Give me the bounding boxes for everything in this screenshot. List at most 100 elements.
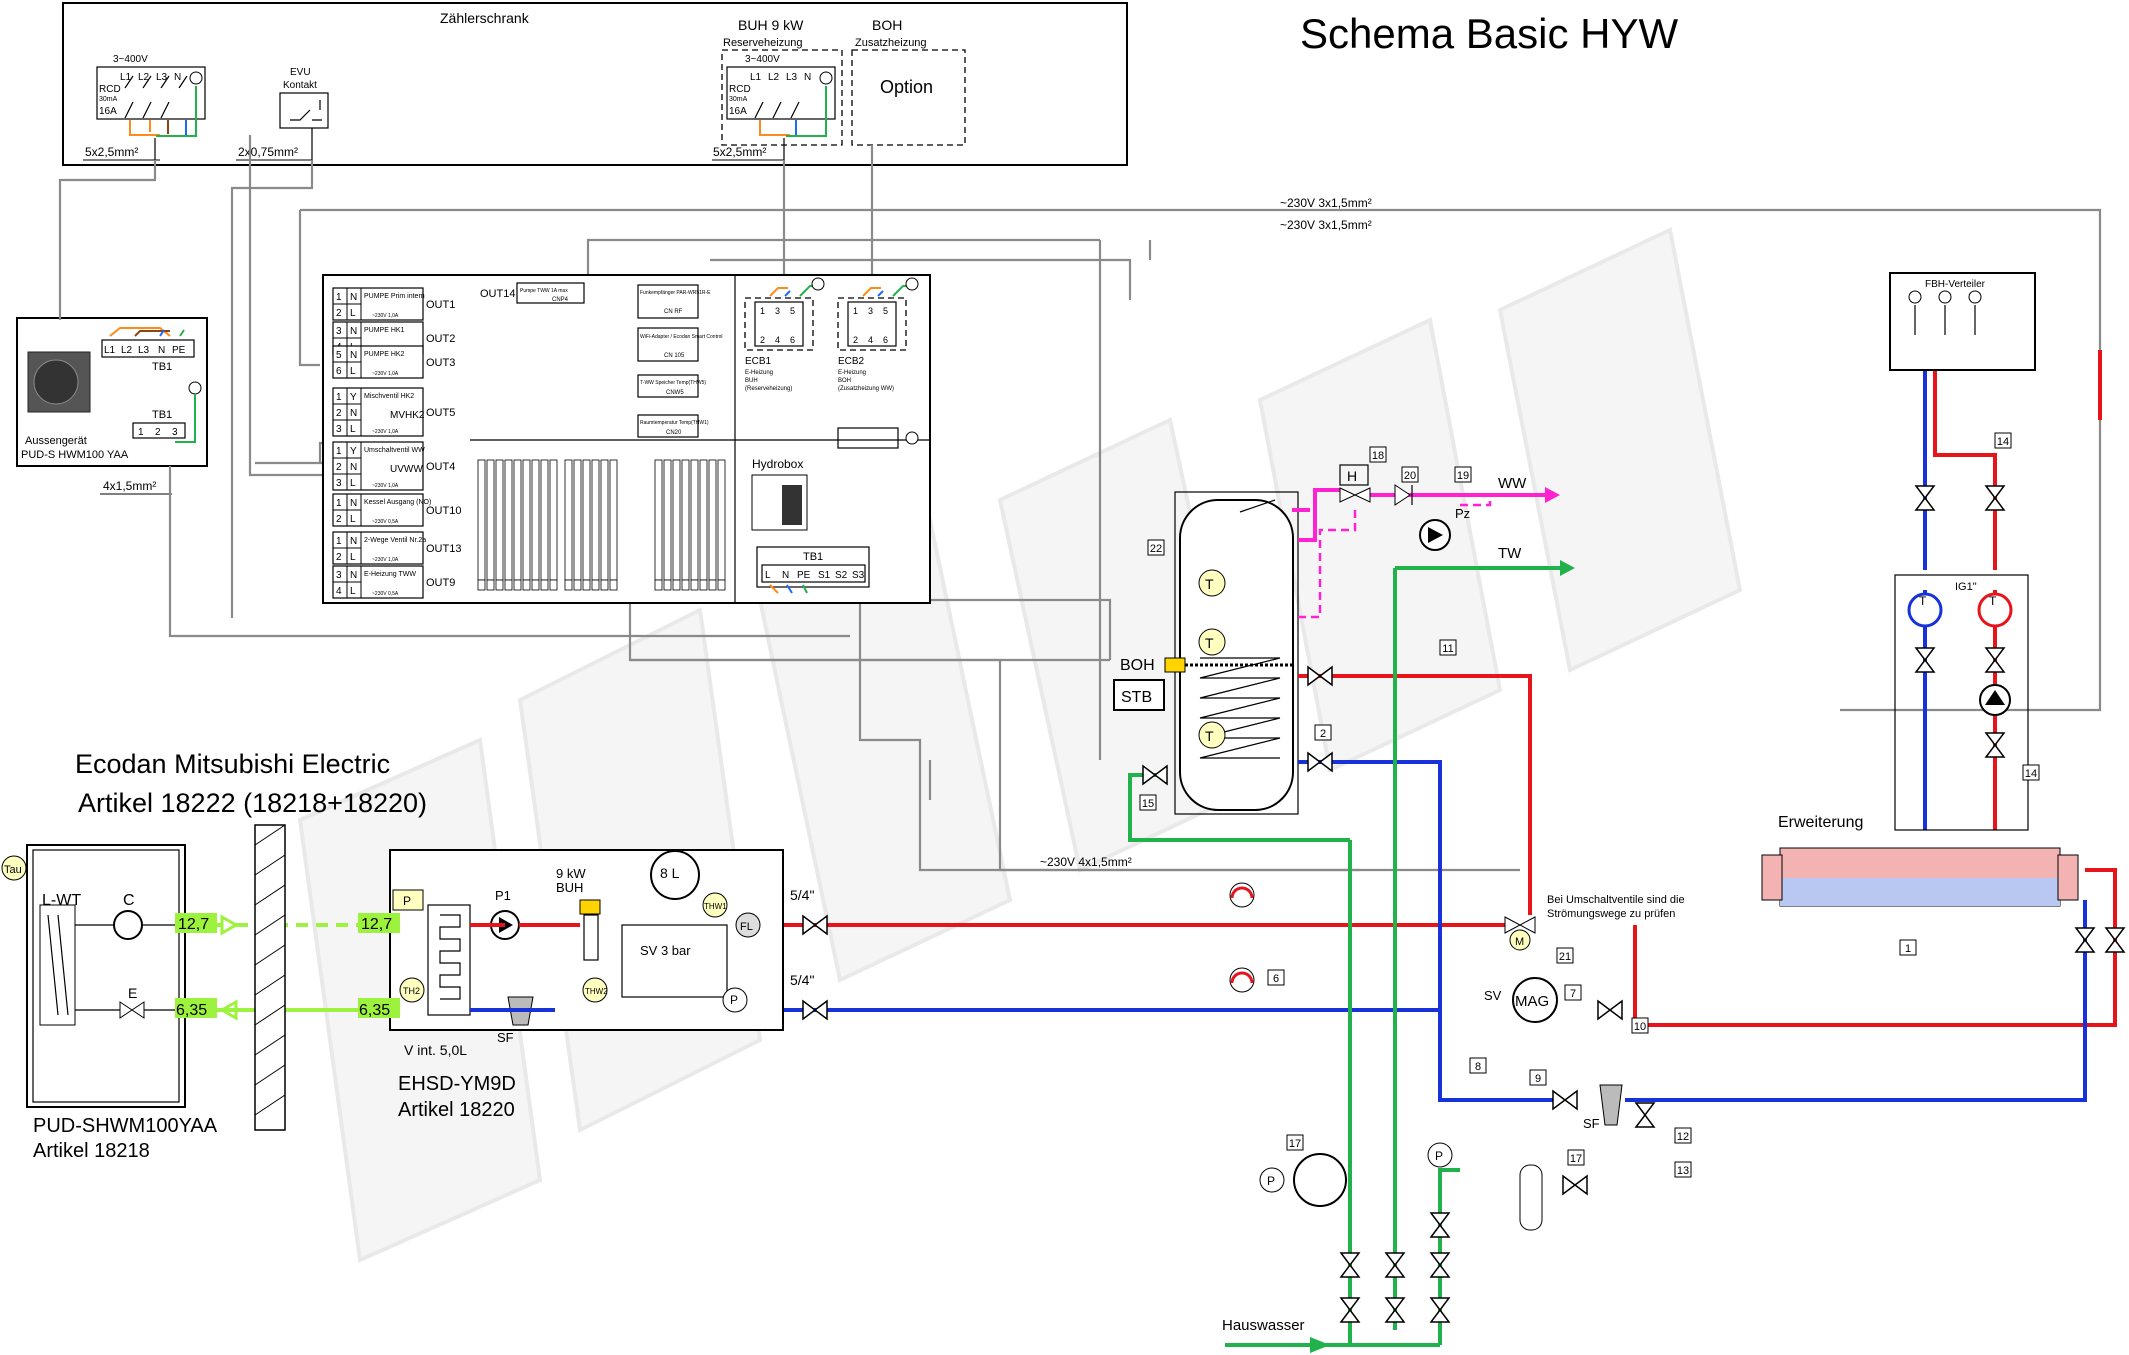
svg-text:TB1: TB1 (152, 361, 172, 373)
output-name: OUT10 (426, 505, 461, 517)
valve-icon (1307, 665, 1333, 687)
svg-text:16A: 16A (99, 106, 117, 117)
pin-number: 5 (336, 350, 342, 361)
valve-icon (1384, 1297, 1406, 1323)
pin-number: 1 (336, 498, 342, 509)
cable-label-buh: 5x2,5mm² (713, 145, 766, 159)
valve-icon (1562, 1174, 1588, 1196)
svg-text:3: 3 (775, 306, 780, 316)
valve-icon (1339, 1252, 1361, 1278)
svg-text:PE: PE (797, 570, 811, 581)
svg-text:Tau: Tau (4, 864, 22, 876)
svg-text:16A: 16A (729, 106, 747, 117)
rcd-left: 3~400V L1 L2 L3 N RCD 30mA 16A 5x2,5mm² (83, 54, 206, 161)
valve-icon (1429, 1252, 1451, 1278)
svg-text:PE: PE (172, 345, 186, 356)
svg-text:THW2: THW2 (585, 987, 608, 996)
ground-icon (189, 71, 203, 85)
expansion-vessel-18 (1293, 1153, 1347, 1207)
svg-text:12,7: 12,7 (178, 916, 209, 933)
svg-text:14: 14 (2025, 768, 2037, 780)
svg-text:9 kW: 9 kW (556, 866, 586, 881)
svg-text:14: 14 (1997, 436, 2009, 448)
svg-text:BOH: BOH (838, 378, 851, 384)
thermometer-left (1907, 592, 1943, 628)
pin-code: L (350, 366, 356, 377)
output-name: OUT2 (426, 333, 455, 345)
pin-number: 1 (336, 446, 342, 457)
svg-text:P1: P1 (495, 888, 511, 903)
module-room: Raumtemperatur Temp(THW1) CN20 (637, 414, 709, 438)
valve-icon (1984, 732, 2006, 758)
svg-text:BUH: BUH (556, 880, 583, 895)
svg-text:ECB2: ECB2 (838, 356, 865, 367)
svg-text:Aussengerät: Aussengerät (25, 435, 87, 447)
ecb1: 1 3 5 2 4 6 ECB1 E-Heizung BUH (Reserveh… (744, 277, 825, 392)
hydrobox-label: Hydrobox (752, 457, 803, 471)
svg-text:Reserveheizung: Reserveheizung (723, 37, 803, 49)
svg-text:T: T (1205, 635, 1214, 651)
pin-number: 3 (336, 478, 342, 489)
svg-text:10: 10 (1634, 1021, 1646, 1033)
pin-code: Y (350, 446, 357, 457)
svg-text:T: T (1205, 728, 1214, 744)
manometer-icon (722, 987, 748, 1013)
cable-label-left: 5x2,5mm² (85, 145, 138, 159)
number-tag: 6 (1267, 969, 1285, 986)
svg-text:11: 11 (1442, 643, 1453, 655)
svg-text:17: 17 (1289, 1138, 1301, 1150)
number-tag: 11 (1439, 639, 1457, 656)
svg-text:RCD: RCD (99, 84, 121, 95)
svg-text:30mA: 30mA (99, 96, 118, 103)
svg-text:3~400V: 3~400V (113, 54, 148, 65)
svg-text:SF: SF (497, 1030, 514, 1045)
output-rating: ~230V 0,5A (372, 519, 399, 525)
outdoor-heatpump: L-WT C E 12,7 6,35 Tau PUD-SHWM100YAA Ar… (1, 844, 218, 1162)
svg-text:BOH: BOH (872, 17, 902, 33)
svg-text:THW1: THW1 (704, 902, 727, 911)
svg-text:3: 3 (868, 306, 873, 316)
svg-text:H: H (1347, 468, 1357, 484)
pin-number: 1 (336, 292, 342, 303)
output-mv: MVHK2 (390, 410, 425, 421)
svg-text:RCD: RCD (729, 84, 751, 95)
svg-text:3: 3 (172, 427, 178, 438)
pipe-size-5-4-b: 5/4" (790, 972, 814, 988)
svg-text:18: 18 (1372, 450, 1384, 462)
svg-text:6,35: 6,35 (176, 1002, 207, 1019)
svg-text:8: 8 (1475, 1061, 1481, 1073)
flow-sensor-fl (735, 912, 761, 938)
number-tag: 1 (1899, 939, 1917, 956)
svg-text:L: L (765, 570, 771, 581)
svg-text:CNW5: CNW5 (666, 390, 684, 396)
valve-icon (1429, 1212, 1451, 1238)
svg-text:3~400V: 3~400V (745, 54, 780, 65)
svg-text:SV 3 bar: SV 3 bar (640, 943, 691, 958)
pin-code: L (350, 552, 356, 563)
svg-text:2: 2 (155, 427, 161, 438)
output-label: PUMPE HK1 (364, 327, 405, 334)
output-mv: UVWW (390, 464, 423, 475)
evu-contact: EVU Kontakt 2x0,75mm² (236, 67, 329, 161)
svg-text:CN 105: CN 105 (664, 353, 685, 359)
svg-text:30mA: 30mA (729, 96, 748, 103)
valve-icon (1984, 485, 2006, 511)
valve-icon (1552, 1089, 1578, 1111)
ground-icon (905, 277, 919, 291)
svg-text:L2: L2 (138, 72, 150, 83)
svg-text:6: 6 (790, 335, 795, 345)
pin-number: 2 (336, 462, 342, 473)
valve-icon (1597, 999, 1623, 1021)
pin-code: N (350, 326, 357, 337)
svg-text:1: 1 (1905, 943, 1911, 955)
svg-text:5: 5 (883, 306, 888, 316)
expansion-vessel-mag (1512, 977, 1558, 1023)
svg-text:20: 20 (1404, 470, 1416, 482)
svg-text:PUD-S HWM100 YAA: PUD-S HWM100 YAA (21, 449, 129, 461)
svg-text:6,35: 6,35 (359, 1002, 390, 1019)
pin-code: L (350, 514, 356, 525)
svg-text:CNP4: CNP4 (552, 297, 569, 303)
